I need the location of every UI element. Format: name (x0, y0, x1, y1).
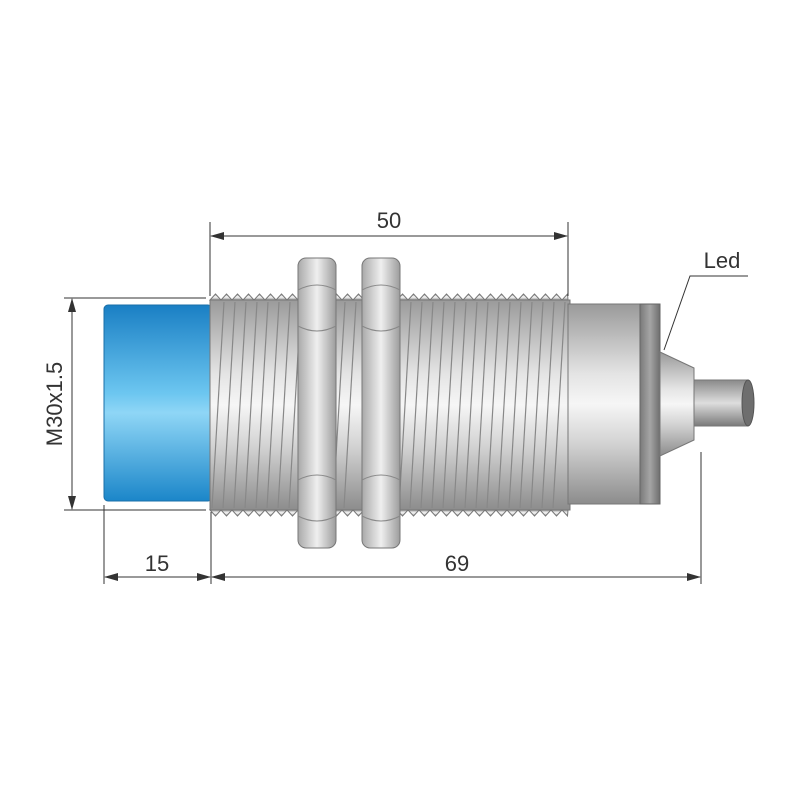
dimension-label-thread-size: M30x1.5 (42, 362, 67, 446)
led-ring (639, 303, 661, 505)
hex-nut-left (297, 257, 337, 549)
sensing-face (103, 304, 213, 502)
dimension-label-face-length: 15 (145, 551, 169, 576)
led-callout (663, 275, 748, 351)
cable-gland (659, 351, 695, 457)
hex-nut-right (361, 257, 401, 549)
led-label: Led (704, 248, 741, 273)
dimension-face-length (103, 505, 212, 584)
cable (693, 379, 755, 427)
rear-housing (567, 303, 643, 505)
dimension-thread-size (64, 297, 206, 511)
dimension-label-total-length: 69 (445, 551, 469, 576)
dimension-total-length (211, 452, 702, 584)
dimension-thread-length (209, 222, 569, 296)
dimension-label-thread-length: 50 (377, 208, 401, 233)
